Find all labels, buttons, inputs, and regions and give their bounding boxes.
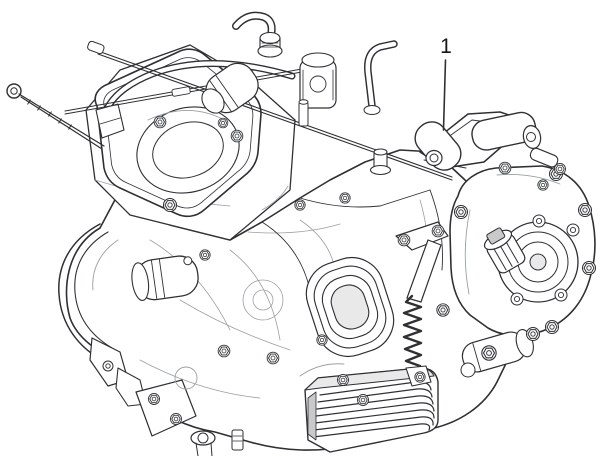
breather-stub xyxy=(369,148,392,176)
transmission-cover xyxy=(449,161,596,337)
throttle-cable xyxy=(64,63,331,115)
throttle-body xyxy=(201,52,337,114)
eyelet-rod xyxy=(6,83,105,150)
suspension-linkage xyxy=(395,221,449,303)
starter-motor xyxy=(131,255,199,302)
callout-leader-line xyxy=(442,59,447,131)
ribbed-drum xyxy=(305,257,395,357)
water-pump xyxy=(460,327,540,378)
finned-oil-sump xyxy=(299,363,439,453)
callout-1: 1 xyxy=(440,35,452,131)
suspension-spring xyxy=(402,294,432,387)
coolant-pipe xyxy=(363,40,398,115)
valve-cover xyxy=(94,48,262,218)
tie-rod xyxy=(87,40,453,181)
coolant-hoses xyxy=(95,59,296,139)
mount-lug-plate xyxy=(135,366,198,437)
drain-stub xyxy=(190,429,244,456)
coolant-elbow-fitting xyxy=(232,11,283,58)
oil-filler-cap xyxy=(483,227,526,274)
callout-number: 1 xyxy=(440,35,452,58)
stud-bolt xyxy=(298,99,309,127)
rear-mount-bracket xyxy=(414,111,566,191)
